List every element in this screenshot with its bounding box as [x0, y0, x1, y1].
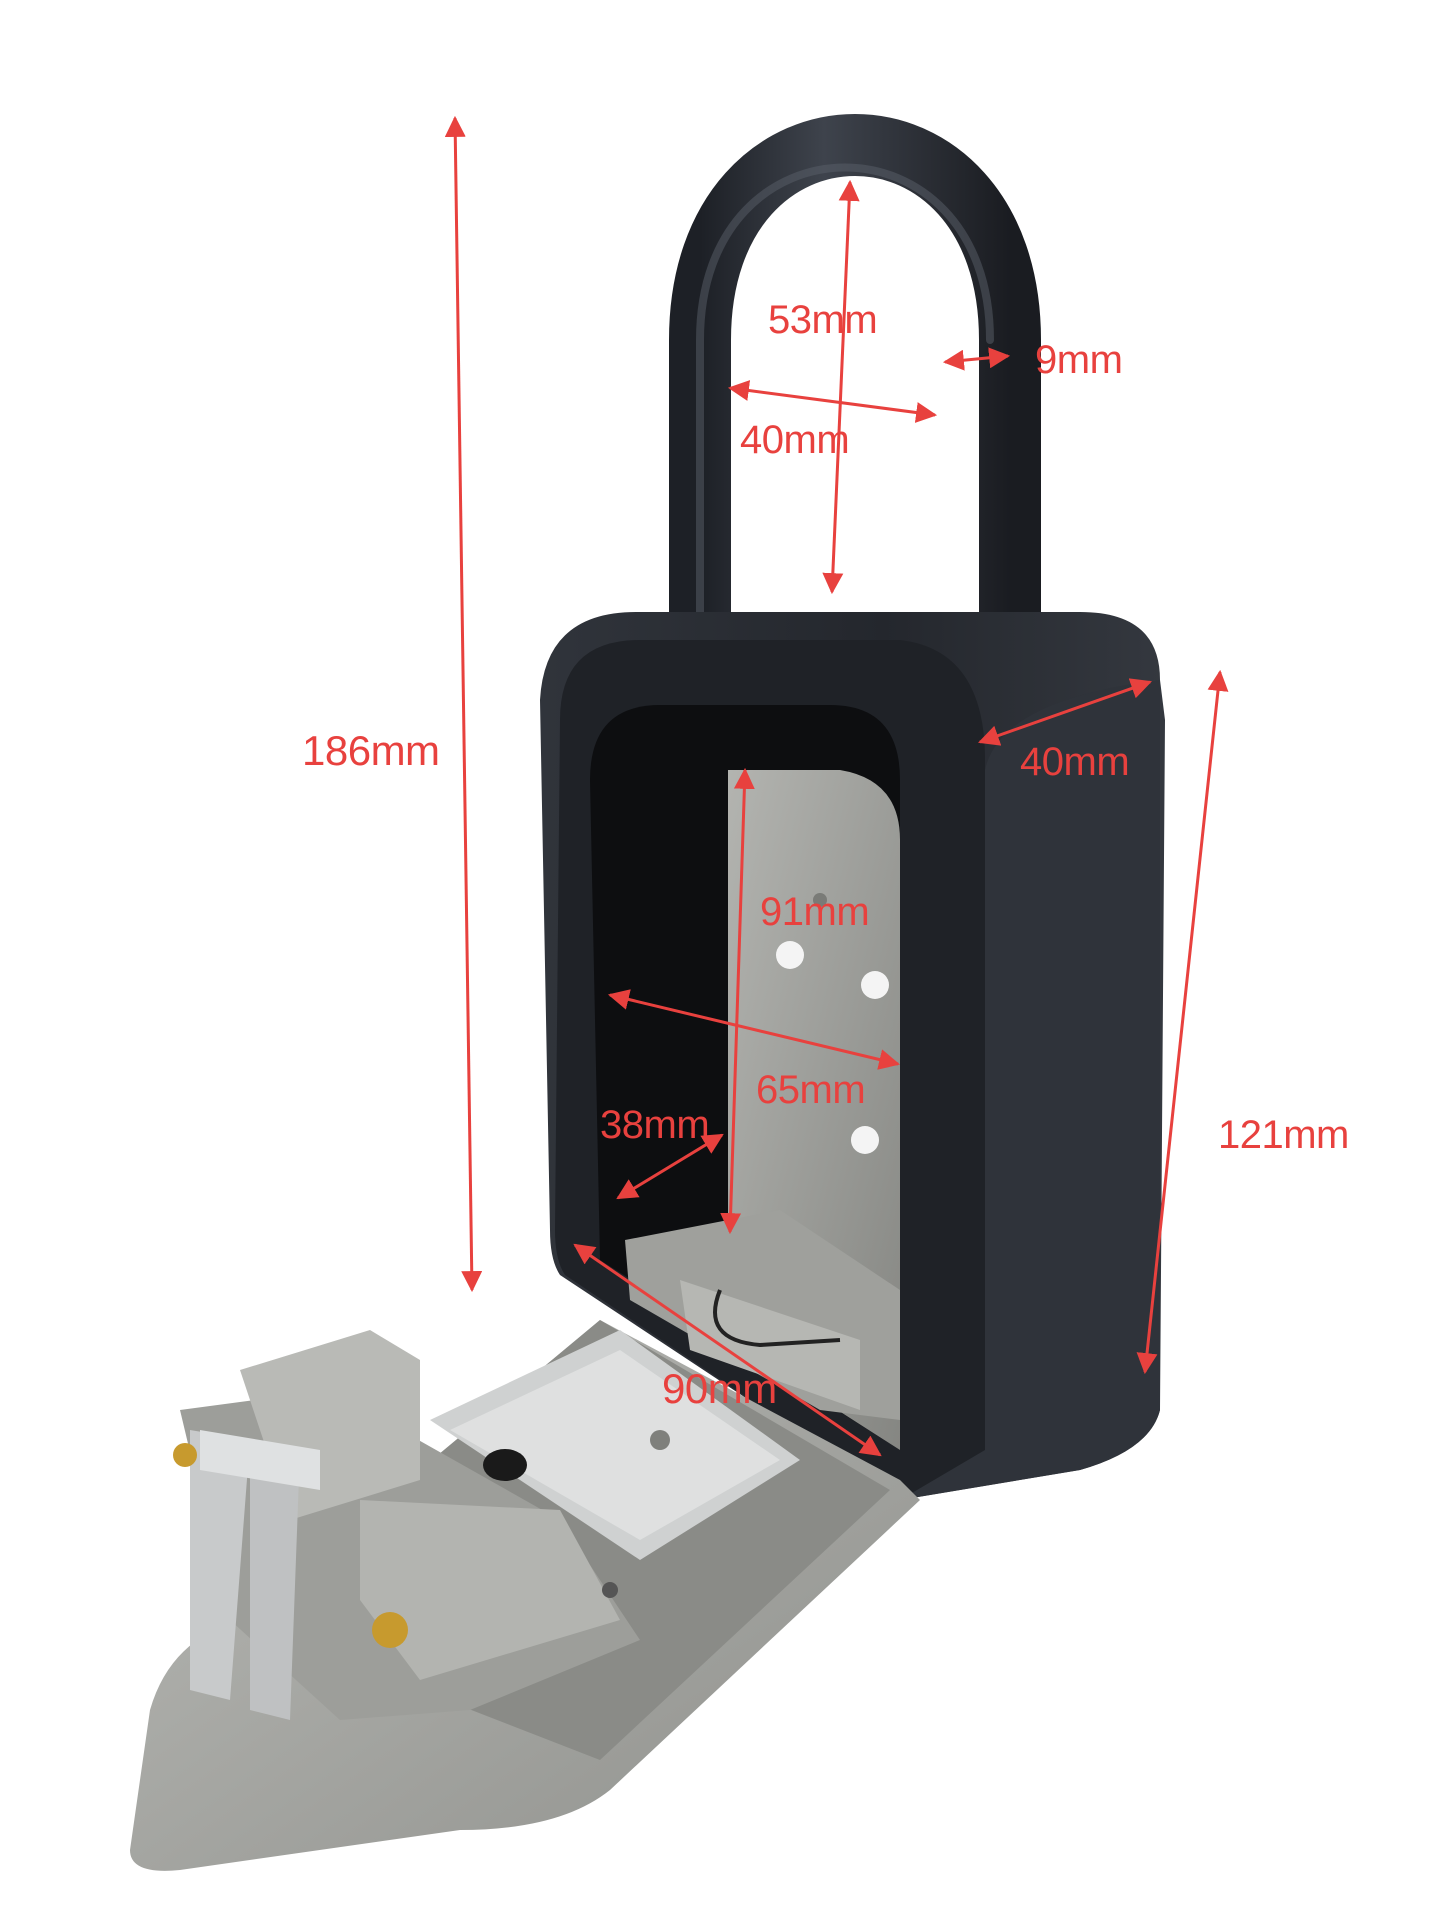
label-interior-width: 65mm [756, 1068, 866, 1112]
arrow-body-depth [978, 678, 1152, 746]
label-interior-depth: 38mm [600, 1103, 710, 1147]
arrow-body-height [1136, 669, 1229, 1375]
arrow-interior-depth [616, 1133, 724, 1200]
label-interior-height: 91mm [760, 890, 870, 934]
arrow-shackle-height [822, 179, 860, 595]
dimension-arrows [444, 115, 1229, 1457]
label-door-length: 90mm [662, 1365, 777, 1412]
label-shackle-height: 53mm [768, 298, 878, 342]
label-body-depth: 40mm [1020, 740, 1130, 784]
combination-mechanism [173, 1330, 670, 1720]
label-shackle-thickness: 9mm [1035, 338, 1123, 382]
label-body-height: 121mm [1218, 1113, 1349, 1157]
arrow-interior-width [607, 989, 901, 1070]
arrow-overall-height [444, 115, 483, 1293]
label-overall-height: 186mm [302, 727, 440, 774]
arrow-shackle-thickness [942, 347, 1011, 371]
arrow-shackle-width [727, 380, 938, 423]
arrow-door-length [573, 1243, 882, 1457]
shackle [669, 114, 1041, 691]
label-shackle-width: 40mm [740, 418, 850, 462]
